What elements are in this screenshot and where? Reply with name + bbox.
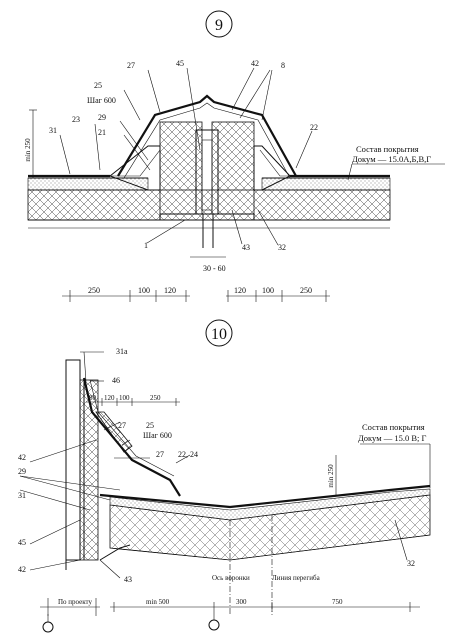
detail-9-label-25: 25 [94, 81, 102, 90]
detail-10-label-27b: 27 [156, 450, 164, 459]
detail-9-number: 9 [215, 17, 223, 34]
detail-9-label-31: 31 [49, 126, 57, 135]
detail-9-joint-right [211, 121, 255, 215]
detail-10-label-29: 29 [18, 467, 26, 476]
detail-9-layer-right [261, 177, 391, 191]
detail-9-label-42: 42 [251, 59, 259, 68]
detail-10-composition-title: Состав покрытия [362, 422, 425, 432]
detail-9-label-29: 29 [98, 113, 106, 122]
detail-10-label-45: 45 [18, 538, 26, 547]
detail-9-cap [117, 94, 297, 177]
detail-10-top-dim-3: 250 [150, 394, 161, 402]
detail-10-label-42b: 42 [18, 565, 26, 574]
detail-10-label-25: 25 [146, 421, 154, 430]
detail-10-flashing [82, 377, 181, 497]
detail-10-number: 10 [211, 326, 227, 343]
detail-10: 10 31а 46 27 25 [18, 319, 431, 633]
detail-9-layer-left [27, 177, 149, 191]
detail-10-step: Шаг 600 [143, 431, 172, 440]
detail-9-label-22: 22 [310, 123, 318, 132]
detail-10-top-dim-1: 120 [104, 394, 115, 402]
detail-10-line-bend: Линия перегиба [272, 574, 321, 582]
detail-10-number-circle [205, 319, 233, 347]
detail-10-label-31: 31 [18, 491, 26, 500]
detail-9-dim-left-2: 120 [164, 286, 176, 295]
detail-10-top-dim-0: 80 [89, 394, 97, 402]
detail-10-by-project: По проекту [58, 598, 93, 606]
detail-9-min-height: min 250 [24, 138, 32, 162]
detail-9-dim-right-1: 100 [262, 286, 274, 295]
detail-10-label-2224: 22, 24 [178, 450, 198, 459]
detail-9-composition-doc: Докум — 15.0А,Б,В,Г [352, 154, 431, 164]
detail-10-composition-doc: Докум — 15.0 В; Г [358, 433, 426, 443]
detail-10-bottom-dim-1: 300 [236, 598, 247, 606]
detail-10-screed [109, 488, 431, 521]
detail-9-label-43: 43 [242, 243, 250, 252]
detail-10-wall-insulation [79, 379, 99, 561]
detail-9-base-pad [159, 213, 255, 221]
detail-10-label-43: 43 [124, 575, 132, 584]
detail-9-number-circle [205, 10, 233, 38]
detail-10-axis-bubble-left [42, 621, 54, 633]
detail-10-bottom-dim-2: 750 [332, 598, 343, 606]
detail-10-label-27a: 27 [118, 421, 126, 430]
detail-9-dim-left-1: 100 [138, 286, 150, 295]
detail-10-bottom-dim-0: min 500 [146, 598, 170, 606]
detail-9-label-23: 23 [72, 115, 80, 124]
detail-9-label-27: 27 [127, 61, 135, 70]
detail-9-dim-right-0: 120 [234, 286, 246, 295]
detail-10-label-42a: 42 [18, 453, 26, 462]
detail-9: 9 min 250 [24, 10, 445, 302]
detail-10-label-31a: 31а [116, 347, 128, 356]
detail-9-label-1: 1 [144, 241, 148, 250]
detail-10-label-46: 46 [112, 376, 120, 385]
detail-10-axis-bubble-right [208, 619, 220, 631]
detail-9-label-21: 21 [98, 128, 106, 137]
detail-9-dim-right-2: 250 [300, 286, 312, 295]
detail-9-label-32: 32 [278, 243, 286, 252]
detail-9-gap: 30 - 60 [203, 264, 226, 273]
detail-10-wall [65, 359, 81, 561]
detail-9-label-8: 8 [281, 61, 285, 70]
detail-9-shoulder-right [253, 145, 291, 191]
detail-10-min-height: min 250 [327, 464, 335, 488]
detail-9-step: Шаг 600 [87, 96, 116, 105]
detail-10-top-dim-2: 100 [119, 394, 130, 402]
detail-9-composition-title: Состав покрытия [356, 144, 419, 154]
detail-9-dim-left-0: 250 [88, 286, 100, 295]
detail-9-joint-left [159, 121, 203, 215]
detail-9-label-45: 45 [176, 59, 184, 68]
detail-10-axis-funnel: Ось воронки [212, 574, 250, 582]
detail-9-slab [27, 189, 391, 221]
detail-10-label-32: 32 [407, 559, 415, 568]
